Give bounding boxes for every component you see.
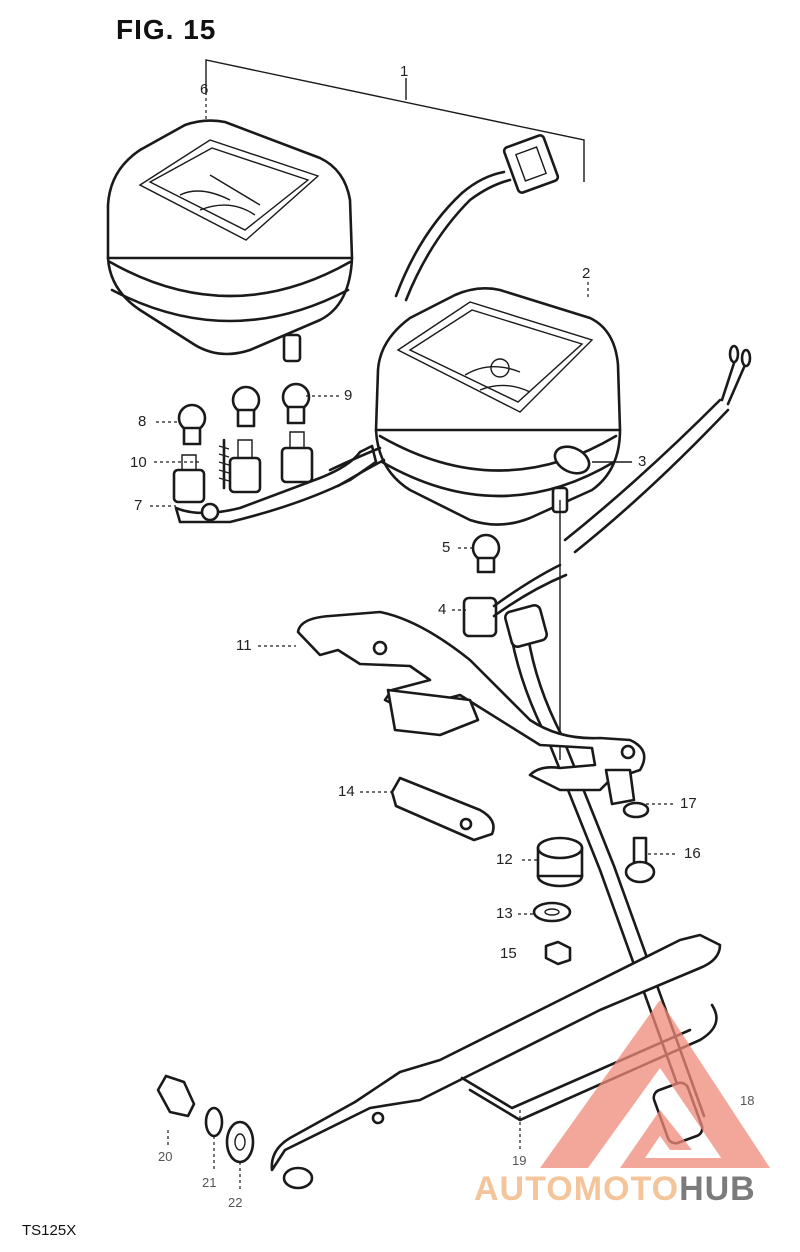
callout-leaders — [150, 98, 676, 1190]
watermark-text: AUTOMOTOHUB — [474, 1170, 756, 1209]
callout-3: 3 — [638, 453, 647, 470]
meter-bracket — [296, 610, 646, 792]
callout-21: 21 — [202, 1175, 217, 1190]
callout-12: 12 — [496, 851, 513, 868]
watermark-brand-part2: HUB — [679, 1170, 756, 1208]
callout-20: 20 — [158, 1149, 173, 1164]
callout-7: 7 — [134, 497, 143, 514]
callout-9: 9 — [344, 387, 353, 404]
callout-2: 2 — [582, 265, 591, 282]
callout-11: 11 — [236, 637, 252, 654]
lower-bracket-stay — [270, 933, 722, 1190]
callout-5: 5 — [442, 539, 451, 556]
watermark-brand-part1: AUTOMOTO — [474, 1170, 680, 1208]
callout-17: 17 — [680, 795, 697, 812]
callout-16: 16 — [684, 845, 701, 862]
mounting-plate — [390, 776, 495, 842]
callout-22: 22 — [228, 1195, 243, 1210]
callout-19: 19 — [512, 1153, 527, 1168]
assembly-bracket — [205, 59, 585, 182]
callout-6: 6 — [200, 81, 209, 98]
bracket-collar — [604, 768, 650, 819]
callout-13: 13 — [496, 905, 513, 922]
wiring-harness — [394, 134, 752, 554]
callout-1: 1 — [400, 63, 409, 80]
figure-title: FIG. 15 — [116, 14, 217, 45]
callout-15: 15 — [500, 945, 517, 962]
callout-4: 4 — [438, 601, 447, 618]
callout-10: 10 — [130, 454, 147, 471]
indicator-bulbs — [177, 382, 501, 574]
watermark-logo-icon — [540, 1000, 770, 1168]
model-code: TS125X — [22, 1222, 77, 1239]
trip-reset-knob — [553, 445, 632, 475]
speedometer-housing — [374, 287, 622, 526]
callout-8: 8 — [138, 413, 147, 430]
socket-plate-assembly — [172, 431, 386, 524]
grommet-washer-nut — [532, 836, 584, 966]
mounting-bolt — [624, 836, 656, 884]
callout-14: 14 — [338, 783, 355, 800]
tachometer-housing — [106, 119, 354, 363]
bulb-socket — [462, 563, 568, 638]
callout-18: 18 — [740, 1093, 755, 1108]
